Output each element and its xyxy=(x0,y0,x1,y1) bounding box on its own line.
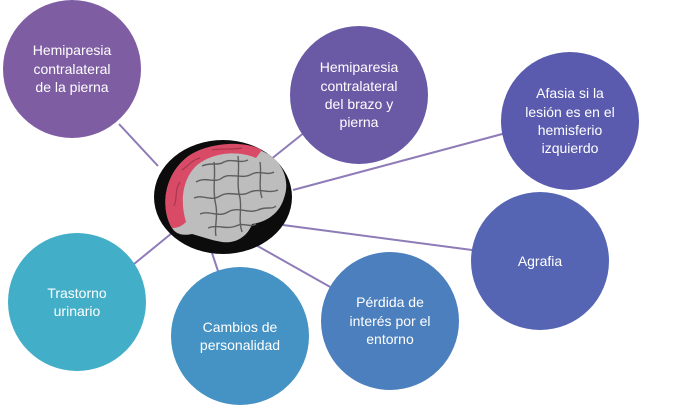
node-label: Agrafia xyxy=(517,252,563,269)
node-trastorno-urinario: Trastorno urinario xyxy=(8,233,146,371)
connector-n4 xyxy=(282,224,473,251)
connector-n6 xyxy=(210,249,219,272)
connector-n1 xyxy=(118,123,159,167)
node-label: Hemiparesia contralateral de la pierna xyxy=(32,42,112,96)
node-label: Trastorno urinario xyxy=(47,284,107,319)
node-label: Afasia si la lesión es en el hemisferio … xyxy=(525,85,615,157)
node-agrafia: Agrafia xyxy=(471,192,609,330)
node-label: Cambios de personalidad xyxy=(199,318,281,353)
brain-image xyxy=(154,140,292,254)
node-hemiparesia-pierna: Hemiparesia contralateral de la pierna xyxy=(3,0,141,138)
node-perdida-interes: Pérdida de interés por el entorno xyxy=(321,252,459,390)
connector-n5 xyxy=(253,243,333,289)
node-label: Pérdida de interés por el entorno xyxy=(349,294,431,348)
node-afasia: Afasia si la lesión es en el hemisferio … xyxy=(501,52,639,190)
connector-n7 xyxy=(133,232,173,265)
connector-n2 xyxy=(269,131,306,161)
node-cambios-personalidad: Cambios de personalidad xyxy=(171,267,309,405)
node-label: Hemiparesia contralateral del brazo y pi… xyxy=(319,59,399,131)
node-hemiparesia-brazo-pierna: Hemiparesia contralateral del brazo y pi… xyxy=(290,26,428,164)
connector-n3 xyxy=(292,132,507,191)
